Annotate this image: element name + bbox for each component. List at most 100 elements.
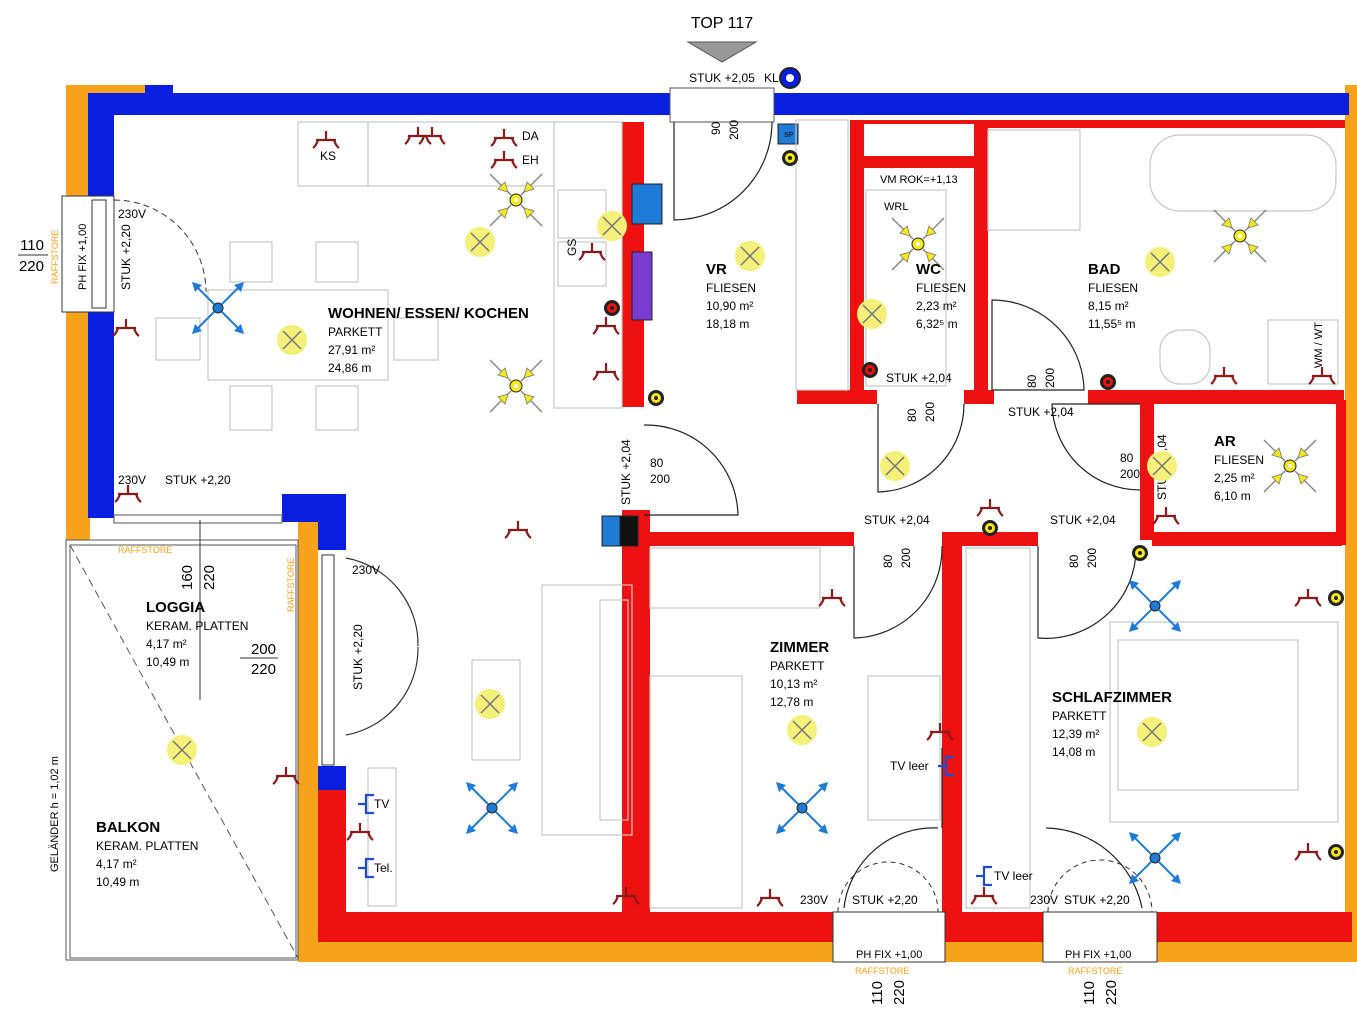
loggia-230v: 230V bbox=[118, 473, 146, 487]
zimmer-window-raffstore: RAFFSTORE bbox=[855, 966, 909, 976]
vent-schlaf-2-icon bbox=[1128, 831, 1182, 885]
room-bad-perimeter: 11,55⁵ m bbox=[1088, 317, 1135, 331]
light-schlaf-icon bbox=[1136, 716, 1168, 748]
room-zimmer-name: ZIMMER bbox=[770, 639, 829, 656]
outlet-19-icon bbox=[1307, 365, 1337, 386]
room-wohnen-area: 27,91 m² bbox=[328, 343, 375, 357]
tv-socket-wohnen-icon bbox=[356, 793, 376, 815]
ceiling-lights bbox=[166, 210, 1178, 766]
dot-flur-2-icon bbox=[982, 520, 998, 536]
ks-label: KS bbox=[320, 149, 336, 163]
light-vr-icon bbox=[734, 240, 766, 272]
outlet-7-icon bbox=[503, 519, 533, 540]
room-bad-area: 8,15 m² bbox=[1088, 299, 1129, 313]
wm-rok-label: VM ROK=+1,13 bbox=[880, 174, 958, 186]
small-labels: KS DA EH GS VM ROK=+1,13 WRL WM / WT GEL… bbox=[49, 129, 1325, 872]
vent-zimmer-icon bbox=[775, 781, 829, 835]
door-schlaf-stuk: STUK +2,04 bbox=[1050, 513, 1116, 527]
light-wohnen-2-icon bbox=[276, 324, 308, 356]
dot-bad-icon bbox=[1100, 374, 1116, 390]
room-wc-perimeter: 6,32⁵ m bbox=[916, 317, 958, 331]
room-schlaf-area: 12,39 m² bbox=[1052, 727, 1099, 741]
entrance-stuk: STUK +2,05 bbox=[689, 71, 755, 85]
dot-kitchen-icon bbox=[604, 300, 620, 316]
gelaender-label: GELÄNDER h = 1,02 m bbox=[49, 756, 61, 872]
zimmer-window-width: 110 bbox=[869, 981, 886, 1005]
door-bad-stuk: STUK +2,04 bbox=[1008, 405, 1074, 419]
room-bad: BAD FLIESEN 8,15 m² 11,55⁵ m bbox=[1088, 261, 1138, 331]
interior-doors bbox=[643, 299, 1143, 909]
wrl-label: WRL bbox=[884, 201, 908, 213]
room-wc: WC FLIESEN 2,23 m² 6,32⁵ m bbox=[916, 261, 966, 331]
apartment-title: TOP 117 bbox=[691, 15, 753, 32]
door-wc-w: 80 bbox=[905, 408, 919, 422]
outlet-17-icon bbox=[1293, 841, 1323, 862]
zimmer-window-stuk: STUK +2,20 bbox=[852, 893, 918, 907]
entrance-height: 200 bbox=[727, 120, 741, 140]
door-zimmer-w: 80 bbox=[881, 554, 895, 568]
sp-label: SP bbox=[784, 132, 794, 139]
dot-wc-icon bbox=[862, 362, 878, 378]
insulation-walls bbox=[88, 85, 1349, 794]
tv-label: TV bbox=[374, 797, 389, 811]
window-230v: 230V bbox=[118, 207, 146, 221]
room-zimmer-perimeter: 12,78 m bbox=[770, 695, 813, 709]
outlet-3-icon bbox=[591, 315, 621, 336]
room-zimmer-area: 10,13 m² bbox=[770, 677, 817, 691]
room-zimmer-floor: PARKETT bbox=[770, 659, 825, 673]
window-width: 110 bbox=[20, 237, 44, 254]
outlet-18-icon bbox=[1209, 365, 1239, 386]
room-ar-area: 2,25 m² bbox=[1214, 471, 1255, 485]
schlaf-window-height: 220 bbox=[1103, 980, 1120, 1005]
schlaf-window-phfix: PH FIX +1,00 bbox=[1065, 949, 1131, 961]
room-schlaf-name: SCHLAFZIMMER bbox=[1052, 689, 1172, 706]
light-ar-icon bbox=[1146, 450, 1178, 482]
light-wc-icon bbox=[856, 298, 888, 330]
door-bad-h: 200 bbox=[1043, 368, 1057, 388]
door-zimmer-h: 200 bbox=[899, 548, 913, 568]
room-ar: AR FLIESEN 2,25 m² 6,10 m bbox=[1214, 433, 1264, 503]
door-schlaf-w: 80 bbox=[1067, 554, 1081, 568]
tv-socket-schlaf-icon bbox=[974, 865, 994, 887]
door-vr-stuk: STUK +2,04 bbox=[619, 439, 633, 505]
window-zimmer: 230V STUK +2,20 PH FIX +1,00 RAFFSTORE 1… bbox=[800, 861, 946, 1005]
room-schlafzimmer: SCHLAFZIMMER PARKETT 12,39 m² 14,08 m bbox=[1052, 689, 1172, 759]
room-wohnen-name: WOHNEN/ ESSEN/ KOCHEN bbox=[328, 305, 529, 322]
door-labels: STUK +2,04 80 200 STUK +2,04 80 200 STUK… bbox=[619, 368, 1169, 568]
loggia-win-width: 200 bbox=[251, 641, 276, 658]
entrance-door-icon bbox=[673, 121, 773, 221]
schlaf-window-raffstore: RAFFSTORE bbox=[1068, 966, 1122, 976]
loggia-raffstore: RAFFSTORE bbox=[118, 545, 172, 555]
light-bad-icon bbox=[1144, 246, 1176, 278]
room-ar-floor: FLIESEN bbox=[1214, 453, 1264, 467]
outlet-15-icon bbox=[969, 885, 999, 906]
room-vr-floor: FLIESEN bbox=[706, 281, 756, 295]
dot-schlaf-icon bbox=[1132, 545, 1148, 561]
outlet-ks-icon bbox=[311, 129, 341, 150]
vent-kitchen-2-icon bbox=[489, 359, 543, 413]
light-wohnen-1-icon bbox=[464, 226, 496, 258]
vent-bad-icon bbox=[1213, 209, 1267, 263]
door-wc-h: 200 bbox=[923, 402, 937, 422]
window-height: 220 bbox=[19, 258, 44, 275]
room-wc-floor: FLIESEN bbox=[916, 281, 966, 295]
room-loggia-perimeter: 10,49 m bbox=[146, 655, 189, 669]
room-loggia-area: 4,17 m² bbox=[146, 637, 187, 651]
dot-schlaf-3-icon bbox=[1328, 844, 1344, 860]
room-ar-name: AR bbox=[1214, 433, 1236, 450]
room-balkon-floor: KERAM. PLATTEN bbox=[96, 839, 198, 853]
dot-vr-icon bbox=[782, 150, 798, 166]
interior-walls bbox=[318, 120, 1352, 942]
loggia-door-stuk: STUK +2,20 bbox=[351, 624, 365, 690]
door-ar-w: 80 bbox=[1120, 451, 1134, 465]
room-wohnen-perimeter: 24,86 m bbox=[328, 361, 371, 375]
loggia-stuk: STUK +2,20 bbox=[165, 473, 231, 487]
room-loggia-name: LOGGIA bbox=[146, 599, 205, 616]
window-schlafzimmer: 230V STUK +2,20 PH FIX +1,00 RAFFSTORE 1… bbox=[1030, 859, 1158, 1005]
room-schlaf-floor: PARKETT bbox=[1052, 709, 1107, 723]
zimmer-window-height: 220 bbox=[891, 980, 908, 1005]
loggia-win-height: 220 bbox=[251, 661, 276, 678]
vent-ar-icon bbox=[1263, 439, 1317, 493]
room-vr: VR FLIESEN 10,90 m² 18,18 m bbox=[706, 261, 756, 331]
dot-flur-icon bbox=[648, 390, 664, 406]
